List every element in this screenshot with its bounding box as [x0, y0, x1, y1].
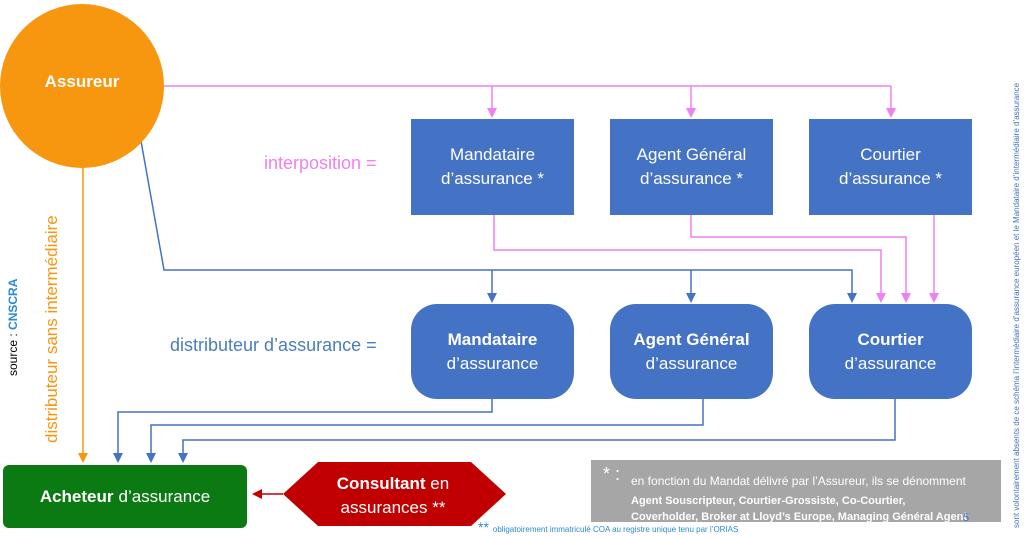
arrow-assureur-to-distributeurs — [140, 140, 857, 303]
agent-general-distributeur-box: Agent Général d’assurance — [610, 304, 773, 399]
footnote-text: obligatoirement immatriculé COA au regis… — [492, 525, 739, 534]
footnote: **obligatoirement immatriculé COA au reg… — [478, 519, 738, 537]
arrow-agent-int-to-courtier — [690, 215, 911, 303]
box-line1: Agent Général — [636, 145, 747, 164]
distributeur-label: distributeur d’assurance = — [170, 335, 377, 355]
box-line2: d’assurance — [645, 353, 738, 373]
box-line2: d’assurance * — [838, 169, 942, 188]
note-line3: Coverholder, Broker at Lloyd’s Europe, M… — [631, 511, 967, 523]
note-line2: Agent Souscripteur, Courtier-Grossiste, … — [631, 495, 906, 507]
box-line2: d’assurance * — [440, 169, 544, 188]
consultant-en: en — [430, 474, 450, 493]
source-name: CNSCRA — [6, 278, 20, 330]
agent-general-interposition-box: Agent Général d’assurance * — [610, 119, 773, 215]
acheteur-rest: d’assurance — [118, 486, 211, 506]
footnote-stars: ** — [478, 519, 489, 535]
page-number: 5 — [963, 512, 970, 524]
courtier-interposition-box: Courtier d’assurance * — [809, 119, 972, 215]
arrow-mandataire-to-acheteur — [113, 399, 493, 463]
consultant-shape — [283, 462, 506, 526]
right-side-note: sont volontairement absents de ce schéma… — [1012, 82, 1021, 528]
arrow-agent-to-acheteur — [146, 399, 704, 463]
arrow-mandataire-int-to-courtier — [493, 215, 886, 303]
sans-intermediaire-label: distributeur sans intermédiaire — [42, 215, 61, 443]
mandataire-distributeur-box: Mandataire d’assurance — [411, 304, 574, 399]
note-star: * : — [603, 464, 621, 484]
consultant-line2: assurances ** — [340, 498, 446, 517]
box-title: Mandataire — [447, 329, 538, 349]
mandataire-interposition-box: Mandataire d’assurance * — [411, 119, 574, 215]
source-prefix: source : — [6, 329, 20, 376]
box-line1: Courtier — [860, 145, 921, 164]
assureur-node: Assureur — [0, 4, 164, 168]
acheteur-node: Acheteur d’assurance — [3, 465, 247, 528]
box-title: Courtier — [857, 329, 924, 349]
mandate-note-box: * : en fonction du Mandat délivré par l’… — [591, 460, 1001, 523]
box-line2: d’assurance * — [639, 169, 743, 188]
box-line2: d’assurance — [446, 353, 539, 373]
courtier-distributeur-box: Courtier d’assurance — [809, 304, 972, 399]
box-line2: d’assurance — [844, 353, 937, 373]
consultant-bold: Consultant — [336, 474, 426, 493]
box-line1: Mandataire — [449, 145, 536, 164]
acheteur-bold: Acheteur — [39, 486, 114, 506]
consultant-node: Consultant en assurances ** — [318, 472, 468, 520]
box-title: Agent Général — [633, 329, 750, 349]
arrow-courtier-to-acheteur — [178, 399, 896, 463]
interposition-label: interposition = — [264, 153, 377, 173]
note-line1: en fonction du Mandat délivré par l’Assu… — [631, 474, 966, 488]
assureur-label: Assureur — [44, 72, 120, 91]
source-label: source : CNSCRA — [6, 279, 20, 376]
